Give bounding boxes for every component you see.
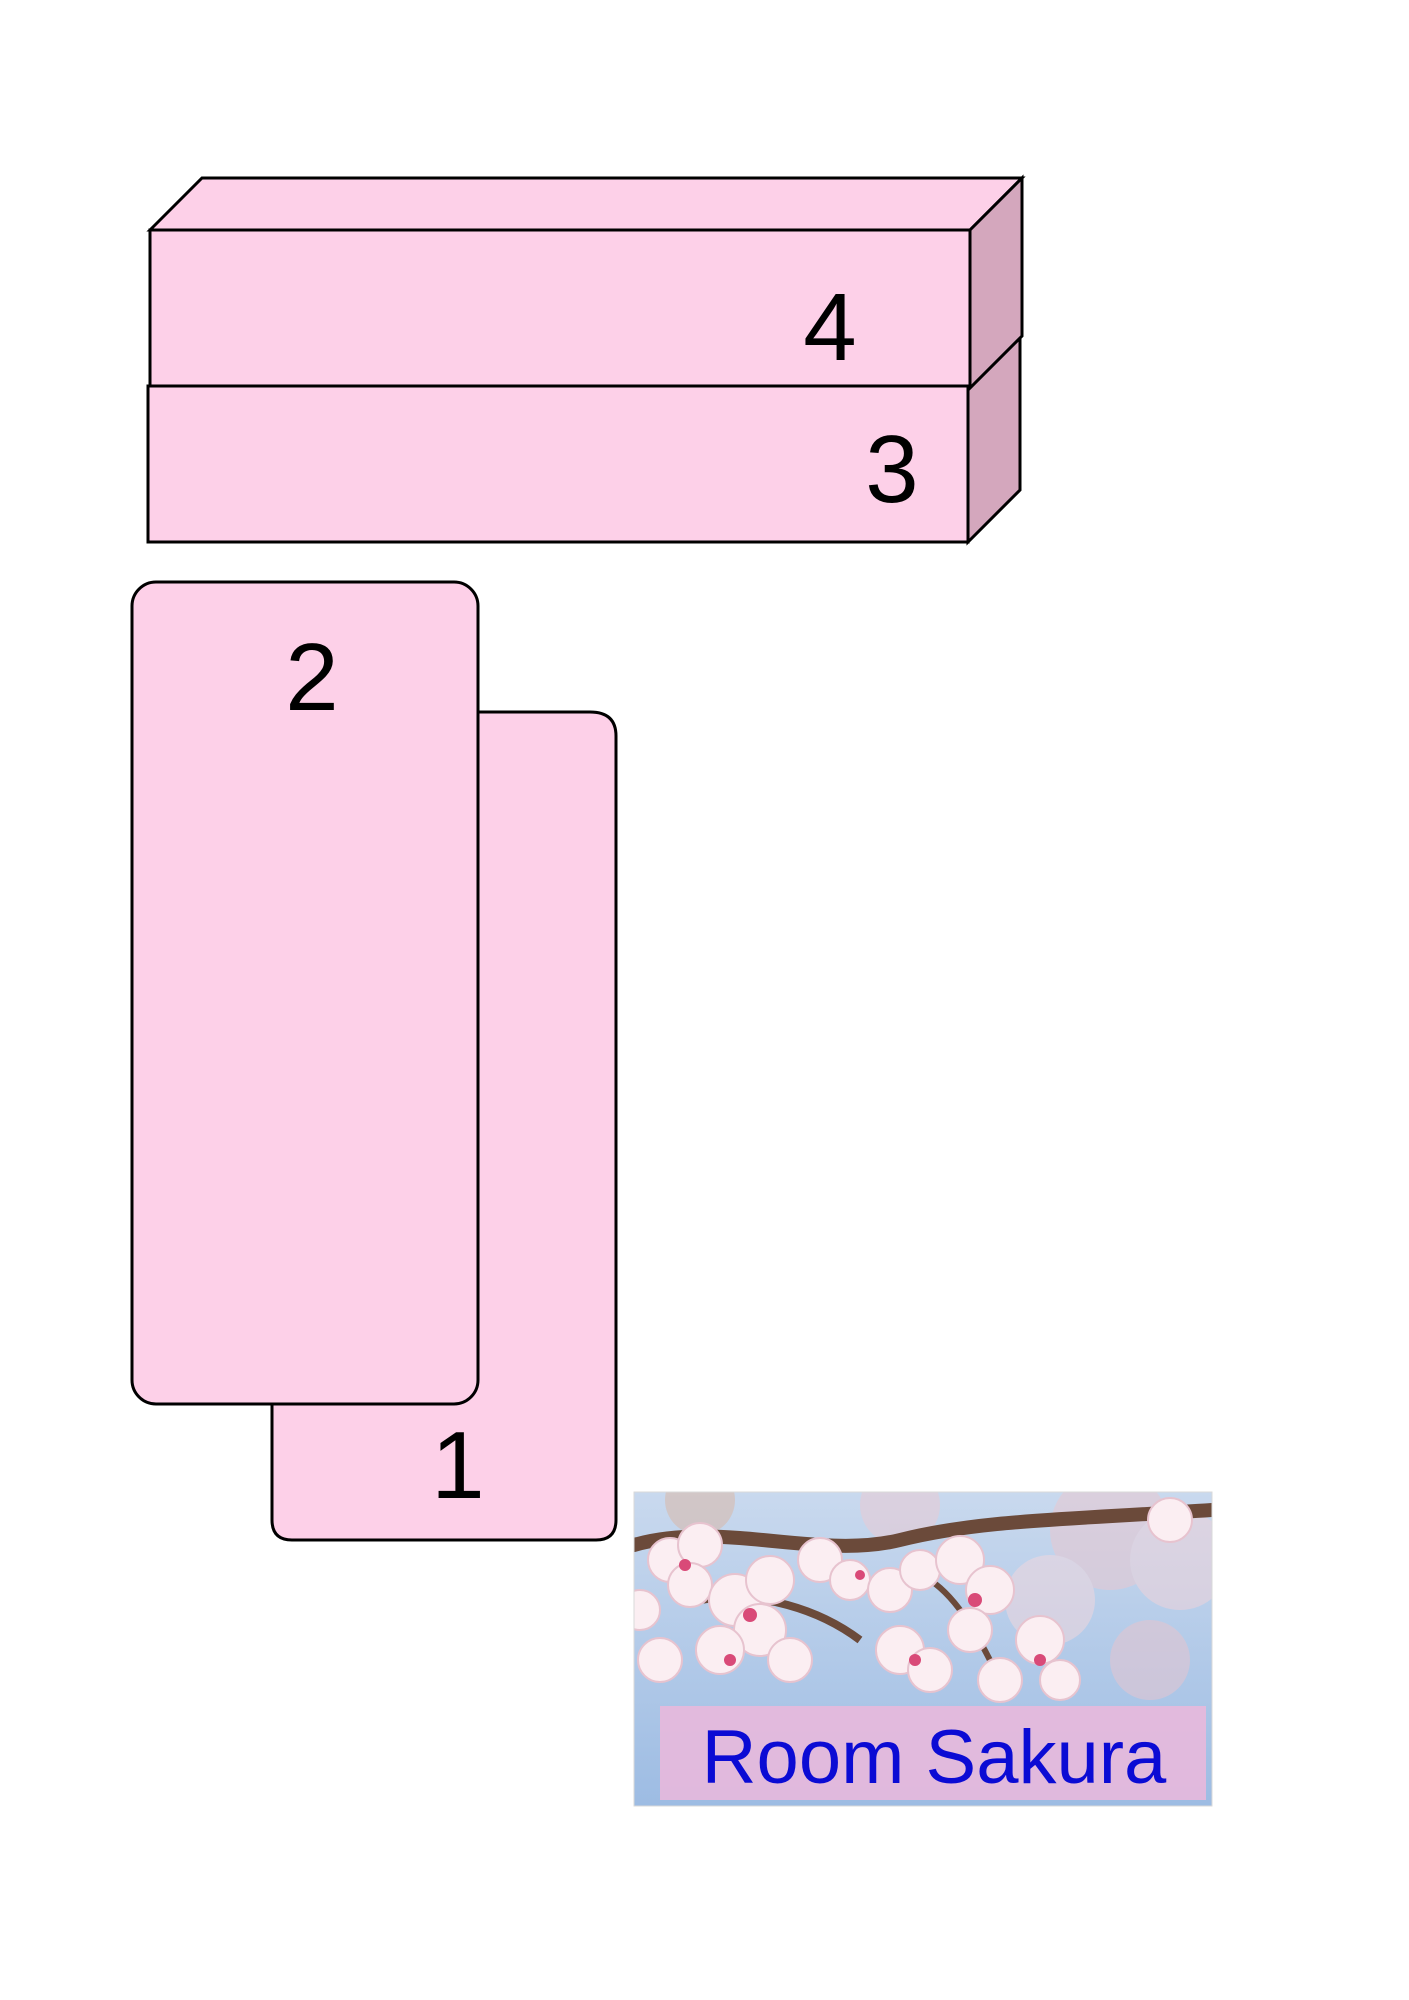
room-sign: Room Sakura [634,1492,1212,1806]
table-2-label: 2 [285,624,338,731]
cherry-blossom-photo [634,1492,1212,1703]
table-2-body [130,580,480,1406]
room-sign-label: Room Sakura [702,1715,1167,1800]
table-4-label: 4 [803,274,856,381]
table-4: 4 [146,174,1026,392]
table-3-label: 3 [865,416,918,523]
table-2: 2 [130,580,480,1406]
table-4-front [148,228,972,388]
label-band [660,1706,1206,1800]
table-1-label: 1 [431,1412,484,1519]
table-4-top [146,176,1026,232]
table-3: 3 [146,334,1022,546]
table-3-front [146,384,970,544]
